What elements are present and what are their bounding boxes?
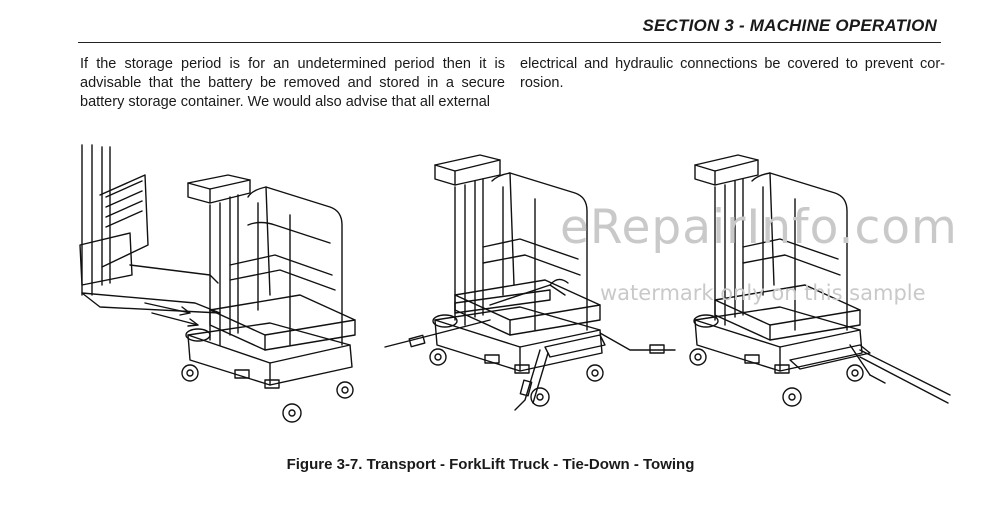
watermark-main: eRepairInfo.com	[560, 200, 958, 255]
machine-3	[689, 154, 864, 407]
section-title: SECTION 3 - MACHINE OPERATION	[642, 16, 937, 35]
body-text-right: electrical and hydraulic connections be …	[520, 56, 945, 91]
transport-figure	[70, 135, 981, 445]
body-text-left: If the storage period is for an undeterm…	[80, 56, 505, 110]
header-divider	[78, 42, 941, 43]
figure-caption: Figure 3-7. Transport - ForkLift Truck -…	[286, 456, 695, 473]
forklift-mast	[79, 144, 221, 327]
forklift-panel	[79, 144, 356, 423]
tie-down-straps	[384, 278, 676, 411]
machine-2	[429, 154, 604, 407]
towing-panel	[689, 154, 951, 407]
tow-bar	[789, 344, 951, 404]
tie-down-panel	[384, 154, 676, 411]
machine-1	[181, 174, 356, 423]
watermark-sub: watermark only on this sample	[600, 281, 926, 305]
